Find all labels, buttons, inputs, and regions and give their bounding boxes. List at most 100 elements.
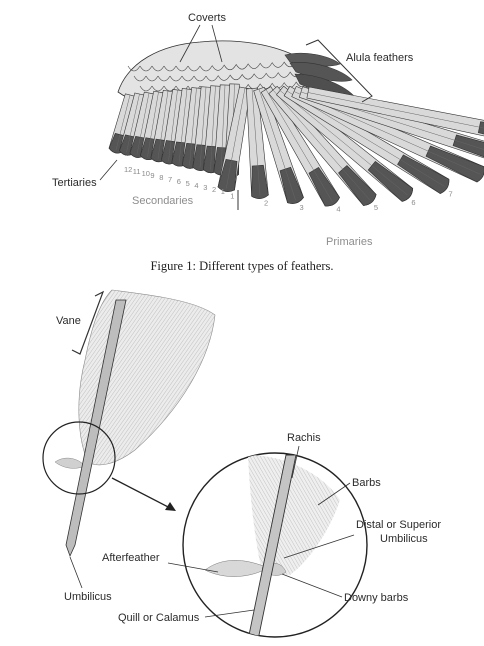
covert-scallop (151, 65, 165, 72)
primary-number: 2 (264, 199, 268, 208)
secondaries-label: Secondaries (132, 195, 194, 207)
covert-scallop (139, 65, 153, 72)
umbilicus-label: Umbilicus (64, 591, 112, 603)
covert-scallop (145, 75, 159, 82)
secondary-number: 4 (194, 181, 198, 190)
alula-bracket (305, 39, 373, 103)
secondary-number: 2 (212, 185, 216, 194)
primary-feather (268, 85, 377, 206)
tertiaries-label: Tertiaries (52, 177, 97, 189)
covert-scallop (265, 72, 279, 79)
secondary-number: 3 (203, 183, 207, 192)
zoom-arrow (111, 477, 175, 511)
covert-scallop (157, 75, 171, 82)
covert-scallop (253, 73, 267, 79)
downy-barbs-leader (281, 573, 343, 598)
primary-number: 6 (411, 198, 415, 207)
covert-scallop (229, 74, 243, 81)
secondary-number: 10 (142, 169, 150, 178)
coverts-label: Coverts (188, 12, 226, 24)
secondary-feather (150, 89, 174, 163)
primary-feather (217, 86, 251, 192)
covert-scallop (163, 65, 177, 72)
covert-scallop (205, 75, 219, 82)
covert-scallop (259, 83, 273, 89)
tertiaries-leader (99, 159, 118, 181)
primary-feathers (217, 85, 484, 207)
primary-feather (306, 86, 484, 137)
primary-feather (246, 87, 269, 199)
secondary-number: 11 (133, 167, 141, 176)
covert-scallop (133, 75, 147, 82)
secondary-number: 8 (159, 173, 163, 182)
distal-umbilicus-label-line2: Umbilicus (380, 533, 428, 545)
primary-number: 5 (374, 203, 378, 212)
distal-umbilicus-label-line1: Distal or Superior (356, 519, 441, 531)
covert-scallop (199, 65, 213, 72)
barbs-leader (317, 482, 351, 506)
secondary-number: 6 (177, 177, 181, 186)
primary-feather (260, 86, 340, 207)
covert-scallop (187, 65, 201, 72)
vane-bracket (71, 290, 105, 355)
zoom-arrowhead (165, 502, 176, 511)
primary-number: 3 (300, 203, 304, 212)
covert-scallop (241, 74, 255, 80)
primary-number: 4 (336, 205, 340, 214)
covert-scallop (211, 65, 225, 71)
zoom-detail (182, 452, 368, 638)
figure-1-caption: Figure 1: Different types of feathers. (150, 259, 334, 273)
coverts-leader-right (211, 24, 223, 63)
covert-scallop (259, 62, 273, 69)
secondary-number: 5 (186, 179, 190, 188)
coverts-leader-left (179, 24, 201, 63)
covert-scallop (127, 65, 141, 72)
afterfeather-label: Afterfeather (102, 552, 160, 564)
primary-number-labels: 12345678910 (230, 189, 453, 214)
feather-shaft (65, 299, 127, 558)
distal-umbilicus-leader (283, 534, 355, 559)
primary-number: 1 (230, 191, 234, 200)
covert-scallop (181, 75, 195, 82)
primaries-label: Primaries (326, 236, 373, 248)
covert-scallop (139, 85, 153, 92)
feather-illustration (54, 289, 216, 558)
primary-number: 7 (449, 189, 453, 198)
rachis-leader (291, 445, 300, 479)
secondary-number: 7 (168, 175, 172, 184)
vane-label: Vane (56, 315, 81, 327)
primary-feather (276, 85, 414, 202)
alula-label: Alula feathers (346, 52, 414, 64)
afterfeather-leader (167, 562, 219, 573)
umbilicus-leader (69, 556, 83, 589)
covert-scallop (247, 63, 261, 69)
vane-barb-texture (78, 290, 215, 465)
secondary-number: 1 (221, 187, 225, 196)
quill-label: Quill or Calamus (118, 612, 200, 624)
covert-scallop (223, 64, 237, 71)
detail-circle-small (42, 421, 116, 495)
secondary-number: 12 (124, 165, 132, 174)
small-afterfeather (54, 457, 86, 469)
covert-scallop (217, 75, 231, 81)
covert-scallop (175, 65, 189, 72)
downy-barbs-label: Downy barbs (344, 592, 409, 604)
barbs-label: Barbs (352, 477, 381, 489)
rachis-label: Rachis (287, 432, 321, 444)
covert-scallop (151, 85, 165, 92)
covert-scallop (277, 72, 291, 78)
zoom-rachis (247, 454, 297, 637)
secondary-feathers (108, 83, 240, 178)
covert-scallop (193, 75, 207, 82)
quill-leader (204, 609, 255, 618)
primary-feather (283, 85, 450, 194)
covert-scallop (235, 64, 249, 70)
covert-scallop (271, 62, 285, 68)
primary-feather (253, 86, 304, 204)
secondary-number: 9 (150, 171, 154, 180)
covert-scallop (169, 75, 183, 82)
